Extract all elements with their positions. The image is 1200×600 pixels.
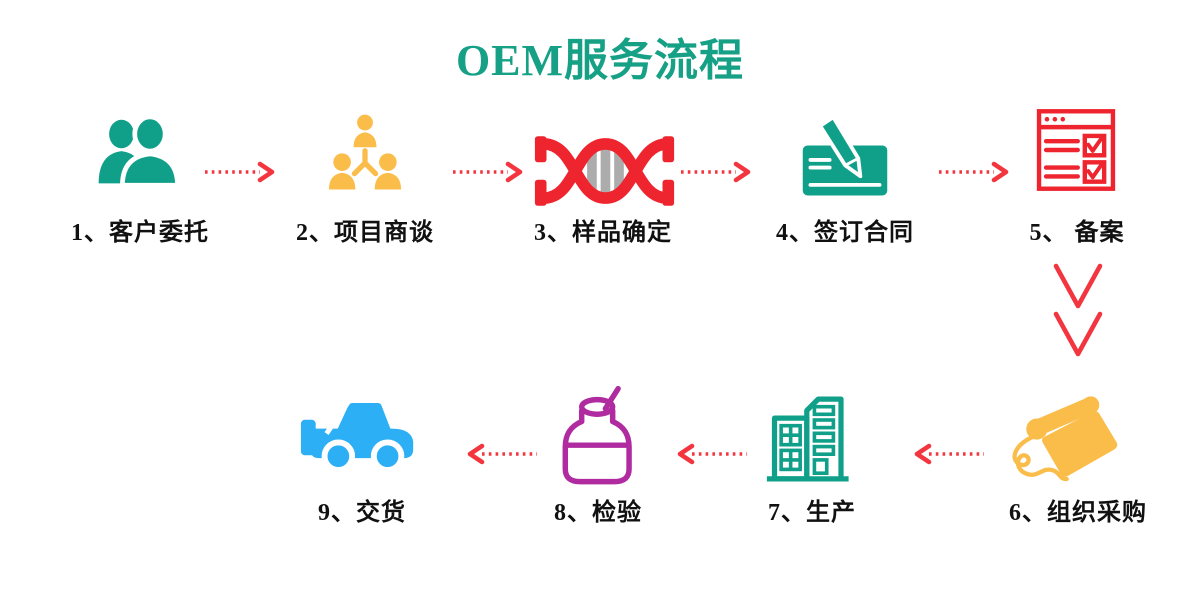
flow-arrow-6-7 xyxy=(914,443,984,465)
flow-arrow-2-3 xyxy=(453,161,523,183)
page-title: OEM服务流程 xyxy=(455,36,745,85)
contract-signing-icon xyxy=(802,115,888,196)
flow-arrow-4-5 xyxy=(939,161,1009,183)
flow-arrow-7-8 xyxy=(677,443,747,465)
test-bottle-icon xyxy=(562,385,632,485)
step-label-6: 6、组织采购 xyxy=(1009,500,1147,526)
flow-arrow-8-9 xyxy=(467,443,537,465)
step-label-2: 2、项目商谈 xyxy=(296,220,434,246)
flow-arrow-3-4 xyxy=(681,161,751,183)
step-label-7: 7、生产 xyxy=(768,500,856,526)
flow-arrow-5-6-down-chevrons xyxy=(1053,263,1103,357)
step-label-8: 8、检验 xyxy=(554,500,642,526)
factory-building-icon xyxy=(766,396,849,482)
delivery-car-icon xyxy=(300,400,414,473)
step-label-1: 1、客户委托 xyxy=(71,220,209,246)
telephone-icon xyxy=(1012,396,1118,482)
clients-icon xyxy=(98,114,180,188)
checklist-record-icon xyxy=(1036,109,1116,191)
step-label-9: 9、交货 xyxy=(318,500,406,526)
dna-sample-icon xyxy=(534,136,675,206)
flow-arrow-1-2 xyxy=(205,161,275,183)
step-label-4: 4、签订合同 xyxy=(776,220,914,246)
negotiation-team-icon xyxy=(328,114,402,190)
step-label-5: 5、 备案 xyxy=(1029,220,1125,246)
step-label-3: 3、样品确定 xyxy=(534,220,672,246)
